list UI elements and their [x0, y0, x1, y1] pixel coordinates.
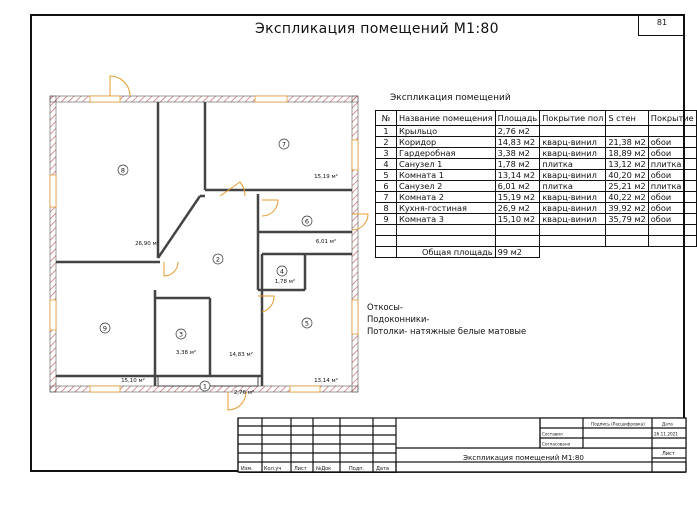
col-data: Дата: [376, 466, 389, 472]
note-line: Подоконники-: [367, 314, 430, 324]
room-marker: 4 1,78 м²: [275, 265, 295, 285]
svg-text:2: 2: [216, 256, 220, 264]
svg-text:7: 7: [282, 141, 286, 149]
drawing-title: Экспликация помещений М1:80: [255, 21, 499, 37]
table-row: 6 Санузел 2 6,01 м2 плитка 25,21 м2 плит…: [375, 180, 697, 192]
svg-text:5: 5: [305, 320, 309, 328]
svg-text:6,01 м²: 6,01 м²: [316, 238, 336, 245]
agreed-label: Согласовано: [542, 442, 571, 447]
cell-wall-area: 13,12 м2: [605, 158, 649, 170]
svg-text:9: 9: [103, 325, 107, 333]
table-total-row: Общая площадь 99 м2: [375, 246, 697, 258]
svg-text:14,83 м²: 14,83 м²: [229, 351, 253, 358]
notes-block: Откосы- Подоконники- Потолки- натяжные б…: [367, 301, 526, 337]
room-marker: 5 13,14 м²: [301, 317, 338, 384]
room-marker: 1 2,76 м²: [199, 380, 254, 396]
room-markers: 1 2,76 м² 2 14,83 м² 3 3,38 м² 4 1,78 м²…: [99, 138, 338, 396]
date-value: 26.11.2021: [654, 432, 678, 437]
table-row: 3 Гардеробная 3,38 м2 кварц-винил 18,89 …: [375, 147, 697, 159]
svg-text:1: 1: [203, 383, 207, 391]
signature-header: Подпись (Расшифровка): [591, 422, 645, 427]
room-marker: 2 14,83 м²: [212, 253, 253, 358]
document-title: Экспликация помещений М1:80: [463, 453, 584, 462]
sheet-number: 81: [656, 18, 668, 27]
room-marker: 3 3,38 м²: [175, 328, 196, 356]
col-ndok: №Док: [316, 466, 331, 472]
svg-text:1,78 м²: 1,78 м²: [275, 278, 295, 285]
svg-text:3,38 м²: 3,38 м²: [176, 349, 196, 356]
svg-text:3: 3: [179, 331, 183, 339]
room-marker: 6 6,01 м²: [301, 215, 336, 245]
total-value: 99 м2: [494, 246, 541, 258]
col-koluch: Кол.уч: [264, 466, 281, 472]
svg-text:2,76 м²: 2,76 м²: [234, 389, 254, 396]
door-swings: [109, 75, 369, 411]
svg-text:13,14 м²: 13,14 м²: [314, 377, 338, 384]
interior-walls: [56, 102, 352, 386]
composed-label: Составил: [542, 432, 563, 437]
room-marker: 7 15,19 м²: [278, 138, 338, 180]
svg-text:4: 4: [280, 268, 284, 276]
table-row-empty: [375, 224, 697, 236]
explication-table: № Название помещения Площадь Покрытие по…: [375, 110, 697, 258]
sheet-label: Лист: [662, 451, 675, 457]
svg-text:15,19 м²: 15,19 м²: [314, 173, 338, 180]
table-row: 9 Комната 3 15,10 м2 кварц-винил 35,79 м…: [375, 213, 697, 225]
col-izm: Изм.: [241, 466, 253, 472]
svg-text:15,10 м²: 15,10 м²: [121, 377, 145, 384]
room-marker: 9 15,10 м²: [99, 322, 145, 384]
col-list: Лист: [294, 466, 307, 472]
table-row-empty: [375, 235, 697, 247]
total-label: Общая площадь: [396, 246, 496, 258]
svg-text:8: 8: [121, 167, 125, 175]
sheet-number-box: 81: [638, 14, 685, 36]
col-podp: Подп.: [349, 466, 365, 472]
svg-text:6: 6: [305, 218, 309, 226]
date-header: Дата: [662, 422, 673, 427]
windows: [49, 95, 359, 393]
explication-title: Экспликация помещений: [390, 93, 511, 103]
cell-number: 8: [375, 202, 397, 214]
note-line: Откосы-: [367, 302, 403, 312]
room-marker: 8 26,90 м²: [117, 164, 159, 247]
svg-text:26,90 м²: 26,90 м²: [135, 240, 159, 247]
note-line: Потолки- натяжные белые матовые: [367, 326, 527, 336]
